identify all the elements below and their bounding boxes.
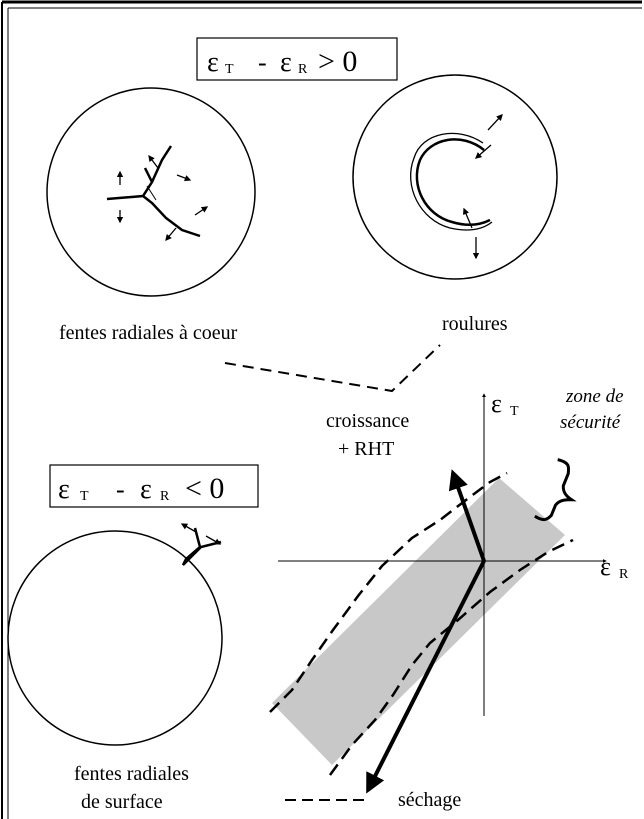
heart-split-cracks (106, 145, 201, 238)
top-sub-r: R (298, 62, 308, 77)
surface-splits-log (7, 523, 223, 746)
y-axis-subscript: T (510, 404, 519, 419)
log-cross-section-right (352, 74, 558, 280)
x-axis-symbol: ε (600, 552, 611, 581)
mid-sub-t: T (80, 489, 89, 504)
strain-paths (366, 469, 486, 794)
top-minus: - (258, 48, 267, 77)
heart-splits-label: fentes radiales à coeur (59, 322, 238, 344)
surface-split-crack (181, 527, 222, 566)
safety-zone-label-2: sécurité (560, 412, 622, 433)
mid-sub-r: R (160, 489, 170, 504)
mid-relation-box: ε T - ε R < 0 (49, 464, 259, 508)
strain-arrow-icon (176, 174, 192, 182)
top-eps-t: ε (207, 47, 219, 78)
heart-splits-log (46, 87, 256, 297)
mid-minus: - (116, 475, 125, 504)
growth-label-1: croissance (326, 410, 409, 432)
strain-arrow-icon (487, 114, 503, 131)
strain-arrow-icon (463, 207, 473, 229)
drying-label: séchage (398, 789, 461, 811)
surface-splits-label-2: de surface (81, 791, 163, 813)
top-sub-t: T (225, 62, 234, 77)
strain-arrow-icon (180, 523, 197, 533)
ring-shakes-label: roulures (442, 313, 508, 335)
x-axis-subscript: R (619, 567, 629, 582)
strain-arrow-icon (194, 206, 209, 216)
safety-zone-fill (272, 478, 565, 765)
growth-label-2: + RHT (338, 438, 394, 460)
ring-shakes-log (352, 74, 558, 280)
mid-eps-t: ε (58, 474, 70, 505)
strain-arrow-icon (205, 535, 222, 545)
dashed-leader-line (224, 344, 441, 393)
mid-eps-r: ε (140, 474, 152, 505)
drying-path-arrow (366, 560, 486, 794)
growth-path-arrow (448, 469, 486, 562)
safety-zone-lower-boundary (328, 538, 574, 776)
log-cross-section-bottom (7, 530, 223, 746)
ring-shake-crack (415, 138, 491, 226)
top-relation: > 0 (318, 45, 357, 78)
surface-splits-label-1: fentes radiales (74, 763, 189, 785)
safety-zone-brace (534, 458, 577, 522)
strain-arrow-icon (148, 154, 159, 169)
safety-zone-label-1: zone de (565, 386, 624, 407)
safety-zone-upper-boundary (269, 471, 508, 713)
strain-arrow-icon (475, 144, 492, 159)
strain-arrow-icon (165, 227, 177, 241)
log-cross-section-left (46, 87, 256, 297)
top-relation-box: ε T - ε R > 0 (196, 37, 398, 81)
y-axis-symbol: ε (491, 389, 502, 418)
safety-zone (269, 471, 574, 776)
top-eps-r: ε (280, 47, 292, 78)
mid-relation: < 0 (185, 472, 224, 505)
